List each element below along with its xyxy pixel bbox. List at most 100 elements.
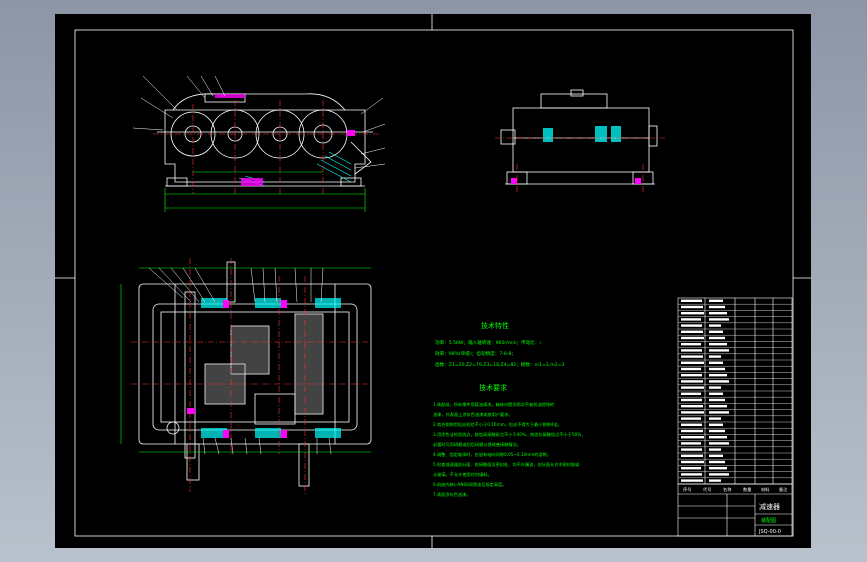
parts-entry-mark [681,442,701,445]
parts-entry-mark [709,361,723,364]
req-line-4: 3.用涂色法检验斑点，按齿高接触斑点不小于40%，按齿长接触斑点不小于50%， [433,431,585,438]
req-line-2: 油漆，外表面上涂灰色油漆或按用户要求。 [433,411,513,418]
spec-line-3: 齿数：Z1=20,Z2=79,Z3=18,Z4=82；模数：m1=2,m2=3 [435,361,564,368]
parts-entry-mark [681,386,704,389]
title-block [677,483,793,537]
parts-entry-mark [709,299,723,302]
parts-entry-mark [681,374,702,377]
parts-entry-mark [709,312,727,315]
parts-entry-mark [681,473,702,476]
parts-entry-mark [681,299,702,302]
parts-entry-mark [681,349,702,352]
parts-entry-mark [681,318,701,321]
drawing-sheet[interactable]: 序号 代号 名称 数量 材料 备注 减速器 装配图 JSQ-00-0 技术特性 … [55,14,811,548]
parts-entry-mark [681,367,701,371]
parts-entry-mark [681,448,702,451]
parts-entry-mark [681,429,703,433]
parts-entry-mark [709,367,725,371]
parts-entry-mark [681,392,701,395]
req-line-1: 1.装配前，所有零件用煤油清洗，箱体内壁涂两次不被机油侵蚀的 [433,401,554,408]
parts-entry-mark [709,442,729,445]
parts-entry-mark [709,460,725,464]
plan-view-highlights [187,300,287,438]
parts-entry-mark [681,405,703,408]
parts-entry-mark [681,380,703,383]
parts-entry-mark [681,330,703,333]
technical-requirements: 技术要求 1.装配前，所有零件用煤油清洗，箱体内壁涂两次不被机油侵蚀的 油漆，外… [433,383,585,498]
header-cell-material: 材料 [761,486,770,493]
parts-entry-mark [709,429,725,433]
parts-entry-mark [709,398,725,402]
parts-entry-mark [709,336,725,340]
header-cell-code: 代号 [703,486,711,493]
front-view-highlights [215,94,355,186]
req-line-3: 2.啮合侧隙用铅丝检验不小于0.16mm，铅丝不得大于最小侧隙4倍。 [433,421,562,428]
parts-entry-mark [709,417,721,420]
side-view-highlights [511,178,641,184]
req-line-6: 4.调整、固定轴承时，应留有轴向间隙0.05~0.10mm的游隙。 [433,451,551,458]
parts-entry-mark [709,436,727,439]
parts-entry-mark [681,343,701,346]
parts-entry-mark [681,460,704,464]
plan-view-dimensions [120,267,371,453]
title-block-header: 序号 代号 名称 数量 材料 备注 [683,486,788,493]
front-view-leaders [132,75,386,169]
parts-entry-mark [709,405,727,408]
parts-entry-mark [681,312,704,315]
border-frame [55,14,811,548]
parts-list-rows [678,304,792,485]
parts-entry-mark [709,473,729,476]
parts-entry-mark [681,436,704,439]
plan-view-leaders [148,267,332,455]
header-cell-remark: 备注 [779,486,788,493]
parts-entry-mark [709,380,729,383]
parts-entry-mark [709,386,721,389]
parts-entry-mark [709,318,729,321]
parts-entry-mark [709,479,721,482]
sheet-label: 装配图 [761,517,776,524]
parts-entry-mark [681,355,703,358]
parts-entry-mark [681,417,701,420]
req-line-9: 6.机座内装L-AN68润滑油至规定高度。 [433,481,506,488]
spec-line-2: 效率：98%(单级)；齿轮精度：7-8-8； [435,350,516,357]
parts-entry-mark [681,479,703,482]
req-line-5: 必要时可用研磨或刮后研磨以便改善接触情况。 [433,441,521,448]
parts-entry-mark [709,305,725,309]
parts-entry-mark [709,330,723,333]
req-line-8: 水玻璃，不允许使用任何填料。 [433,471,492,478]
front-view-centerlines [153,100,379,194]
parts-entry-mark [681,411,704,414]
drawing-number: JSQ-00-0 [758,529,781,535]
parts-entry-mark [681,305,703,309]
spec-line-1: 功率：5.5KW；输入轴转速：960r/min；传动比：i [435,339,541,346]
req-title: 技术要求 [479,383,507,392]
parts-entry-mark [681,467,701,470]
parts-entry-mark [709,423,723,426]
parts-entry-mark [709,349,729,352]
parts-list-entries [681,299,729,482]
side-view [500,89,658,185]
req-line-7: 5.检查减速器剖分面、各接触面及密封处，均不许漏油，剖分面允许涂密封胶或 [433,461,580,468]
parts-entry-mark [709,454,723,457]
parts-entry-mark [681,361,704,364]
header-cell-no: 序号 [683,486,691,493]
plan-view-centerlines [131,258,373,494]
parts-entry-mark [709,343,727,346]
side-view-hatch [543,126,621,142]
header-cell-name: 名称 [723,486,731,493]
side-view-centerlines [495,137,665,192]
req-line-10: 7.表面涂灰色油漆。 [433,491,471,498]
parts-entry-mark [681,423,702,426]
parts-entry-mark [709,355,721,358]
parts-entry-mark [709,374,727,377]
front-view-dimensions [164,171,366,212]
parts-entry-mark [709,324,721,327]
parts-entry-mark [709,392,723,395]
parts-entry-mark [709,467,727,470]
plan-view-hatch [201,298,341,438]
parts-entry-mark [709,411,729,414]
parts-entry-mark [681,324,702,327]
parts-entry-mark [709,448,721,451]
parts-entry-mark [681,398,702,402]
